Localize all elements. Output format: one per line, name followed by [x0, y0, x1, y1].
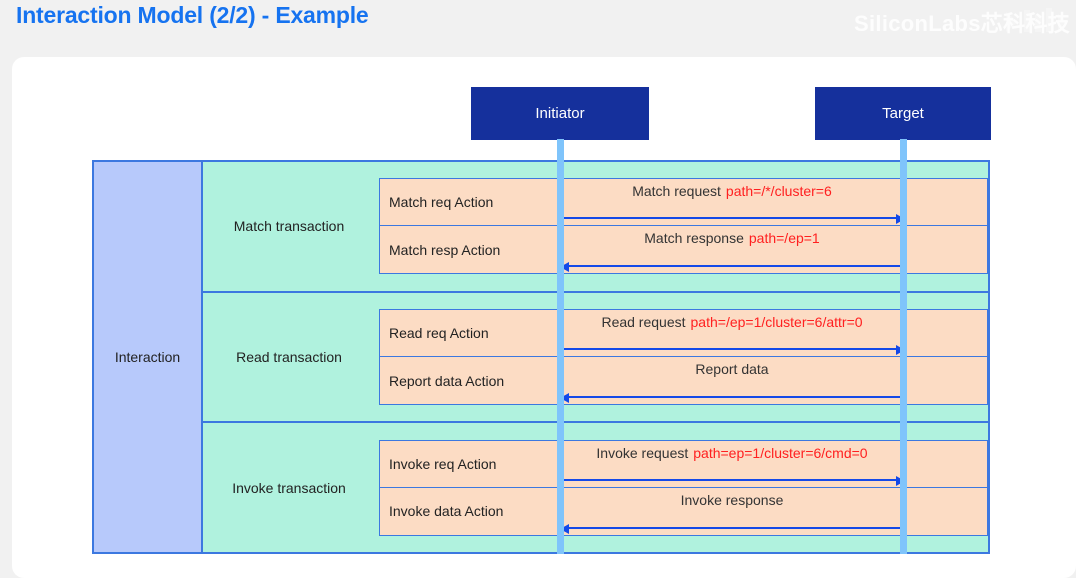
- action-row: Report data Action Report data: [379, 357, 988, 405]
- message-text: Read request: [601, 314, 686, 330]
- message-label: Invoke response: [561, 492, 904, 508]
- message-arrow-left: [559, 393, 904, 403]
- message-arrow-right: [560, 345, 905, 355]
- interaction-group-cell: Interaction: [94, 162, 203, 552]
- message-area: Report data: [559, 357, 987, 404]
- interaction-table: Interaction Match transaction Match req A…: [92, 160, 990, 554]
- message-text: Invoke response: [680, 491, 784, 508]
- action-name: Match req Action: [380, 179, 560, 226]
- siliconlabs-logo-icon: [1006, 8, 1066, 32]
- action-name: Invoke req Action: [380, 440, 560, 487]
- lifeline-initiator: [557, 139, 564, 554]
- message-path-text: path=ep=1/cluster=6/cmd=0: [693, 444, 868, 461]
- interaction-group-label: Interaction: [114, 349, 181, 365]
- action-name: Read req Action: [380, 310, 560, 356]
- transaction-label: Invoke transaction: [232, 479, 346, 496]
- message-area: Invoke response: [559, 488, 987, 535]
- message-path-text: path=/ep=1: [748, 230, 820, 247]
- message-text: Invoke request: [596, 444, 689, 461]
- action-name: Report data Action: [380, 357, 560, 404]
- message-arrow-left: [559, 523, 904, 534]
- node-target-label: Target: [882, 105, 924, 122]
- message-text: Report data: [695, 361, 769, 377]
- transaction-label: Match transaction: [233, 218, 345, 235]
- message-arrow-right: [560, 214, 905, 225]
- watermark-text: SiliconLabs芯科科技: [854, 11, 1070, 36]
- action-row: Invoke data Action Invoke response: [379, 487, 988, 536]
- action-name: Match resp Action: [380, 226, 560, 274]
- page-title: Interaction Model (2/2) - Example: [16, 2, 369, 28]
- slide-header: Interaction Model (2/2) - Example Silico…: [0, 0, 1076, 57]
- message-text: Match request: [632, 183, 721, 200]
- node-initiator[interactable]: Initiator: [472, 88, 648, 139]
- message-path-text: path=/*/cluster=6: [725, 183, 832, 200]
- message-arrow-left: [559, 262, 904, 273]
- lifeline-target: [900, 139, 907, 554]
- message-arrow-right: [560, 475, 905, 486]
- message-label: Report data: [561, 361, 904, 377]
- node-target[interactable]: Target: [816, 88, 990, 139]
- action-name: Invoke data Action: [380, 487, 560, 535]
- message-text: Match response: [644, 230, 744, 247]
- transaction-label: Read transaction: [236, 349, 342, 365]
- message-path-text: path=/ep=1/cluster=6/attr=0: [690, 314, 863, 330]
- node-initiator-label: Initiator: [535, 105, 585, 122]
